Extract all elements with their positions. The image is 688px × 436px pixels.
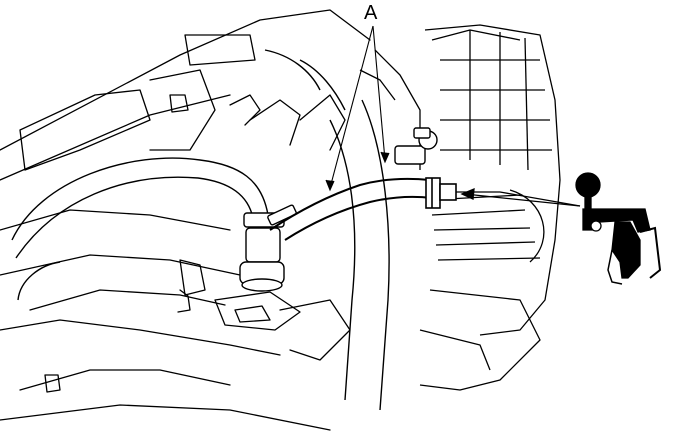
- transmission-housing: [359, 24, 561, 391]
- engine-block: [0, 9, 371, 431]
- hose: [11, 49, 390, 411]
- callout-leader: [325, 25, 390, 192]
- vacuum-tee: [425, 177, 457, 209]
- callout-label-a: A: [364, 2, 378, 24]
- vacuum-line: [269, 177, 581, 241]
- vacuum-pump-gauge: [575, 172, 662, 285]
- arrow-to-tee: [460, 187, 581, 207]
- hose-clamp: [239, 127, 438, 292]
